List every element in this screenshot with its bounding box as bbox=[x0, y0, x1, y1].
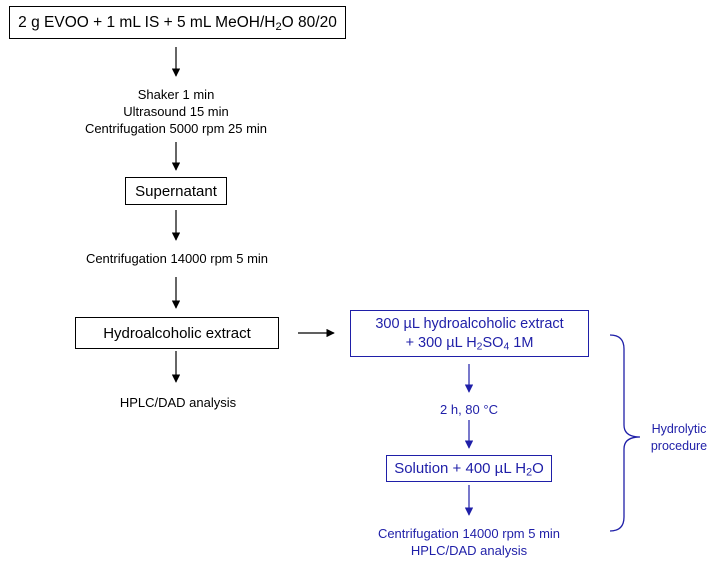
solution-subscript: 2 bbox=[526, 466, 533, 479]
acid-mix-box: 300 µL hydroalcoholic extract + 300 µL H… bbox=[350, 310, 589, 357]
start-sample-box: 2 g EVOO + 1 mL IS + 5 mL MeOH/H2O 80/20 bbox=[9, 6, 346, 39]
supernatant-label: Supernatant bbox=[135, 182, 217, 200]
final-hplc-analysis: HPLC/DAD analysis bbox=[410, 543, 528, 558]
final-centrifugation: Centrifugation 14000 rpm 5 min bbox=[377, 526, 561, 541]
acid-mix-line2: + 300 µL H2SO4 1M bbox=[405, 334, 534, 353]
solution-text-end: O bbox=[532, 460, 544, 477]
supernatant-box: Supernatant bbox=[125, 177, 227, 205]
hydroalcoholic-extract-label: Hydroalcoholic extract bbox=[103, 324, 251, 342]
extraction-steps: Shaker 1 min Ultrasound 15 min Centrifug… bbox=[60, 86, 292, 137]
step-ultrasound: Ultrasound 15 min bbox=[123, 104, 229, 119]
solution-text: Solution + 400 µL H bbox=[394, 460, 527, 477]
hydrolytic-procedure-label: Hydrolytic procedure bbox=[650, 422, 708, 453]
step-centrifugation-14000: Centrifugation 14000 rpm 5 min bbox=[85, 251, 269, 266]
hplc-analysis-left: HPLC/DAD analysis bbox=[119, 395, 237, 410]
start-box-subscript: 2 bbox=[275, 20, 282, 33]
step-shaker: Shaker 1 min bbox=[137, 87, 215, 102]
solution-box: Solution + 400 µL H2O bbox=[386, 455, 552, 482]
acid-mix-line1: 300 µL hydroalcoholic extract bbox=[375, 315, 564, 332]
final-steps: Centrifugation 14000 rpm 5 min HPLC/DAD … bbox=[362, 525, 576, 559]
step-centrifugation-5000: Centrifugation 5000 rpm 25 min bbox=[84, 121, 268, 136]
hydrolytic-brace bbox=[609, 334, 641, 532]
start-box-text-end: O 80/20 bbox=[281, 13, 337, 31]
start-box-text: 2 g EVOO + 1 mL IS + 5 mL MeOH/H bbox=[18, 13, 276, 31]
heating-condition: 2 h, 80 °C bbox=[440, 402, 498, 417]
hydroalcoholic-extract-box: Hydroalcoholic extract bbox=[75, 317, 279, 349]
